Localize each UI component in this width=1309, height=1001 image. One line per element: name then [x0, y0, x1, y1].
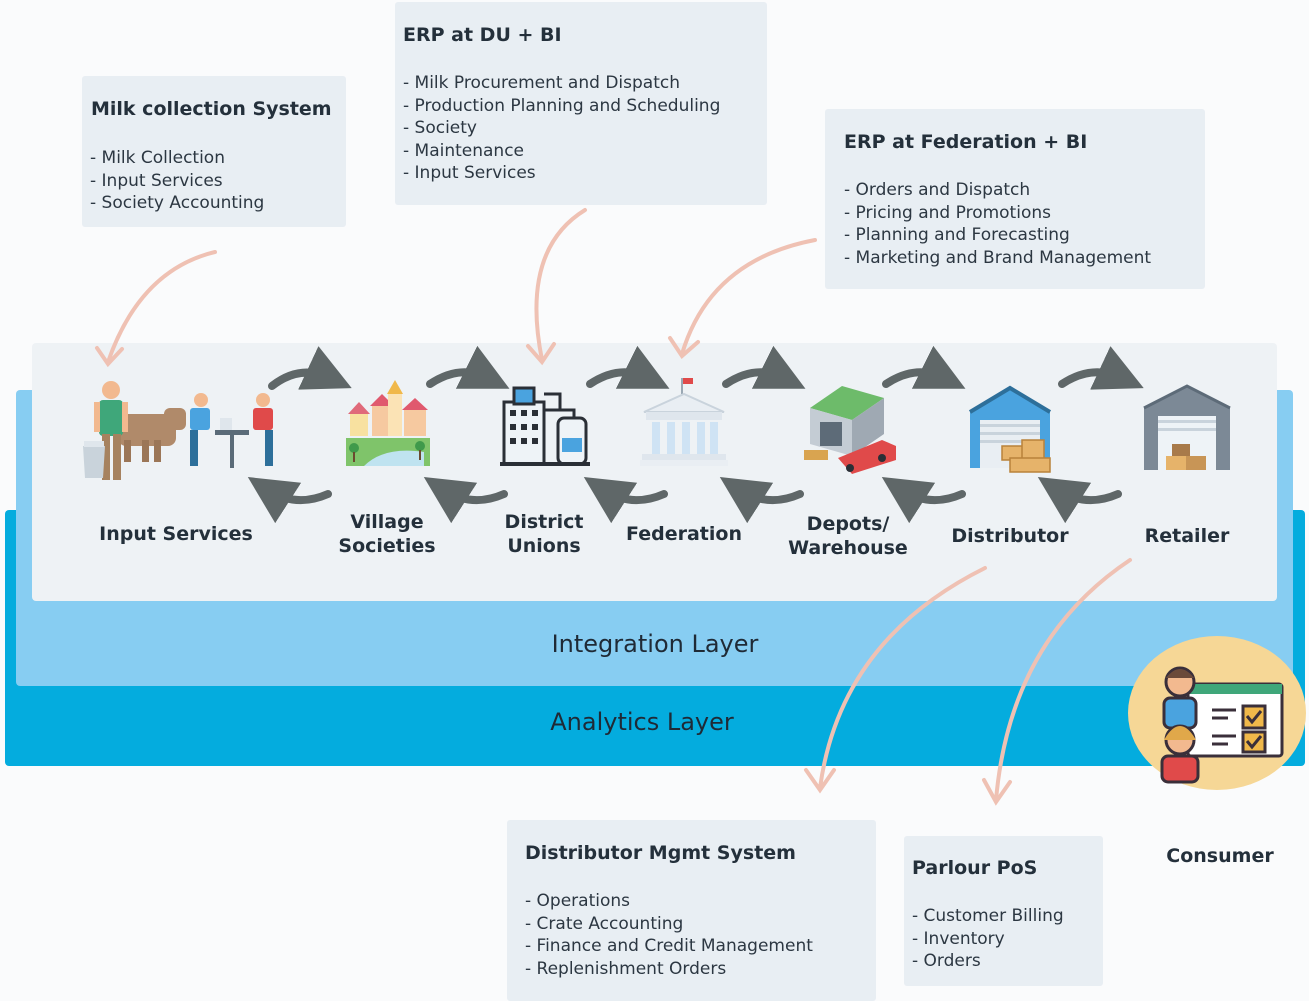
list-item: - Marketing and Brand Management [844, 247, 1152, 268]
federation-building-icon [640, 378, 728, 466]
stage-label-input-services: Input Services [99, 523, 253, 545]
stage-label-depots-warehouse: Depots/ Warehouse [788, 513, 908, 559]
village-icon [346, 380, 430, 466]
stage-label-district-unions: District Unions [504, 511, 584, 557]
connector-arrow [680, 238, 817, 356]
consumer-label: Consumer [1166, 845, 1274, 867]
distributor-mgmt-box: Distributor Mgmt System - Operations - C… [507, 820, 876, 1001]
distributor-icon [968, 385, 1052, 473]
analytics-layer-label: Analytics Layer [550, 708, 734, 736]
list-item: - Inventory [912, 928, 1005, 949]
parlour-pos-list: - Customer Billing - Inventory - Orders [912, 905, 1064, 973]
distributor-mgmt-title: Distributor Mgmt System [525, 842, 796, 864]
list-item: - Society [403, 118, 477, 138]
list-item: - Orders [912, 951, 981, 971]
stage-label-distributor: Distributor [951, 525, 1069, 547]
list-item: - Orders and Dispatch [844, 180, 1031, 200]
milk-collection-title: Milk collection System [91, 98, 332, 120]
stage-label-retailer: Retailer [1144, 525, 1230, 547]
parlour-pos-box: Parlour PoS - Customer Billing - Invento… [904, 836, 1103, 986]
connector-arrow [982, 778, 1012, 806]
list-item: - Production Planning and Scheduling [403, 95, 721, 116]
parlour-pos-title: Parlour PoS [912, 857, 1038, 879]
consumer-icon [1128, 636, 1306, 790]
list-item: - Society Accounting [90, 193, 265, 213]
list-item: - Customer Billing [912, 906, 1064, 926]
connector-arrow [534, 208, 587, 362]
distributor-mgmt-list: - Operations - Crate Accounting - Financ… [525, 890, 813, 980]
list-item: - Planning and Forecasting [844, 225, 1070, 245]
integration-layer-label: Integration Layer [551, 630, 759, 658]
erp-du-box: ERP at DU + BI - Milk Procurement and Di… [395, 2, 767, 205]
list-item: - Milk Collection [90, 148, 225, 168]
dairy-plant-icon [500, 386, 590, 466]
list-item: - Replenishment Orders [525, 958, 727, 979]
list-item: - Input Services [90, 170, 223, 191]
stage-label-federation: Federation [626, 523, 742, 545]
connector-arrow [804, 768, 836, 794]
list-item: - Operations [525, 891, 630, 911]
retailer-store-icon [1143, 384, 1231, 470]
erp-du-list: - Milk Procurement and Dispatch - Produc… [403, 72, 720, 185]
milk-collection-list: - Milk Collection - Input Services - Soc… [90, 147, 264, 215]
list-item: - Pricing and Promotions [844, 202, 1051, 223]
warehouse-truck-icon [804, 386, 896, 474]
list-item: - Milk Procurement and Dispatch [403, 73, 680, 93]
farmer-cow-meeting-icon [83, 381, 273, 480]
erp-federation-box: ERP at Federation + BI - Orders and Disp… [825, 109, 1205, 289]
list-item: - Maintenance [403, 140, 525, 161]
erp-du-title: ERP at DU + BI [403, 24, 562, 46]
list-item: - Finance and Credit Management [525, 936, 813, 956]
erp-federation-list: - Orders and Dispatch - Pricing and Prom… [844, 179, 1151, 269]
erp-federation-title: ERP at Federation + BI [844, 131, 1088, 153]
list-item: - Input Services [403, 163, 536, 183]
milk-collection-box: Milk collection System - Milk Collection… [82, 76, 346, 227]
stage-label-village-societies: Village Societies [338, 511, 436, 557]
list-item: - Crate Accounting [525, 913, 684, 934]
